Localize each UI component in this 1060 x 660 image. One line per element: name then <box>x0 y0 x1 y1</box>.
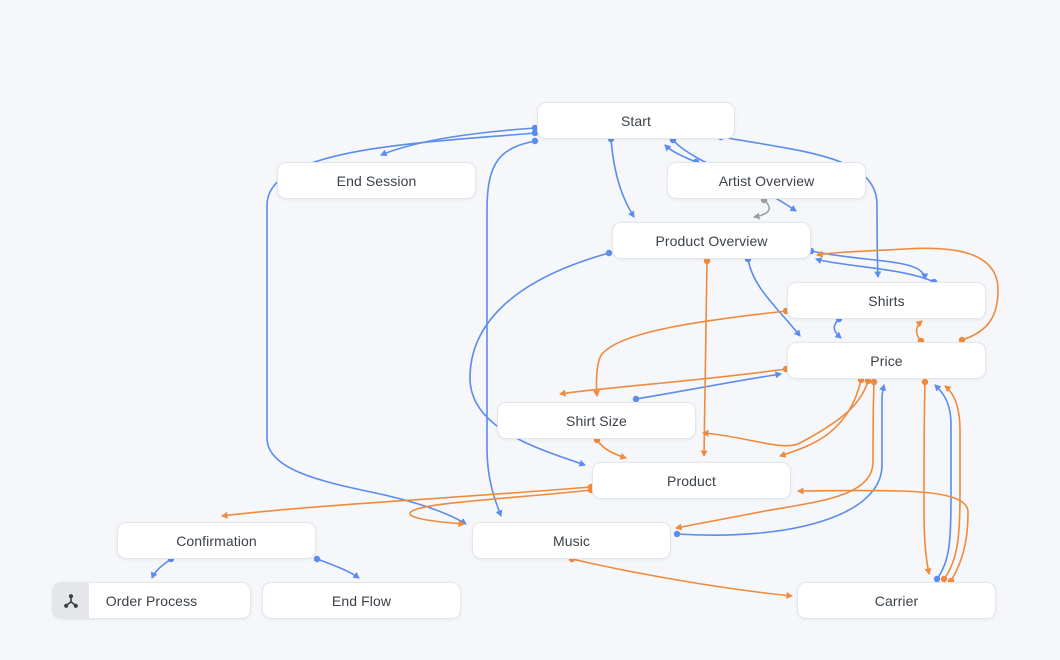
edge-shirts-to-product-overview[interactable] <box>815 257 935 283</box>
node-label: Price <box>870 352 903 369</box>
edge-source-dot <box>632 395 640 403</box>
edge-start-to-music[interactable] <box>266 132 536 525</box>
node-product[interactable]: Product <box>592 462 791 499</box>
edge-shirt-size-to-product[interactable] <box>596 439 627 460</box>
node-label: Product <box>667 472 716 489</box>
edge-shirts-to-shirt-size[interactable] <box>593 310 787 397</box>
edge-artist-overview-to-start[interactable] <box>664 144 697 163</box>
edge-source-dot <box>933 575 941 583</box>
node-shirts[interactable]: Shirts <box>787 282 986 319</box>
node-end-session[interactable]: End Session <box>277 162 476 199</box>
edge-carrier-to-product[interactable] <box>797 487 969 582</box>
node-label: Artist Overview <box>718 172 815 189</box>
edge-confirmation-to-order-process[interactable] <box>150 558 172 579</box>
node-artist-overview[interactable]: Artist Overview <box>667 162 866 199</box>
node-label: Carrier <box>874 592 919 609</box>
node-start[interactable]: Start <box>537 102 735 139</box>
edge-source-dot <box>313 555 321 563</box>
edge-product-overview-to-shirts[interactable] <box>810 250 929 280</box>
node-label: Shirt Size <box>566 412 627 429</box>
edge-source-dot <box>531 129 539 137</box>
edge-product-overview-to-product[interactable] <box>700 260 708 457</box>
node-product-overview[interactable]: Product Overview <box>612 222 811 259</box>
edge-source-dot <box>605 249 613 257</box>
node-confirmation[interactable]: Confirmation <box>117 522 316 559</box>
edge-product-to-confirmation[interactable] <box>221 486 592 519</box>
node-price[interactable]: Price <box>787 342 986 379</box>
edge-price-to-shirt-size[interactable] <box>559 368 787 397</box>
edge-source-dot <box>958 336 966 344</box>
flow-icon <box>53 583 89 618</box>
edge-source-dot <box>864 377 872 385</box>
node-label: Confirmation <box>176 532 257 549</box>
node-label: Shirts <box>868 292 905 309</box>
edge-artist-overview-to-product-overview[interactable] <box>753 199 771 220</box>
node-label: Order Process <box>105 592 198 609</box>
edge-product-to-music[interactable] <box>409 489 592 528</box>
node-label: End Session <box>336 172 417 189</box>
edge-shirt-size-to-price[interactable] <box>635 371 782 400</box>
edge-start-to-music[interactable] <box>486 140 536 517</box>
node-label: End Flow <box>331 592 392 609</box>
edge-source-dot <box>921 378 929 386</box>
edge-source-dot <box>870 378 878 386</box>
node-label: Music <box>552 532 591 549</box>
node-music[interactable]: Music <box>472 522 671 559</box>
edge-source-dot <box>673 530 681 538</box>
edge-start-to-product-overview[interactable] <box>610 138 635 218</box>
edge-confirmation-to-end-flow[interactable] <box>316 558 360 579</box>
edge-price-to-product[interactable] <box>779 379 862 458</box>
edge-carrier-to-price[interactable] <box>943 385 961 580</box>
node-carrier[interactable]: Carrier <box>797 582 996 619</box>
node-label: Product Overview <box>655 232 768 249</box>
edge-price-to-shirt-size[interactable] <box>702 380 869 447</box>
edge-price-to-product-overview[interactable] <box>816 247 999 341</box>
edge-source-dot <box>703 257 711 265</box>
edge-product-overview-to-product[interactable] <box>469 252 610 467</box>
edge-product-overview-to-price[interactable] <box>747 258 801 337</box>
edge-source-dot <box>940 575 948 583</box>
edge-carrier-to-price[interactable] <box>934 384 952 580</box>
edge-source-dot <box>531 137 539 145</box>
edge-start-to-end-session[interactable] <box>380 127 536 157</box>
node-end-flow[interactable]: End Flow <box>262 582 461 619</box>
edge-music-to-price[interactable] <box>676 384 887 536</box>
node-shirt-size[interactable]: Shirt Size <box>497 402 696 439</box>
edge-music-to-carrier[interactable] <box>571 558 793 599</box>
node-order-process[interactable]: Order Process <box>52 582 251 619</box>
edge-source-dot <box>531 124 539 132</box>
edge-price-to-carrier[interactable] <box>923 381 932 575</box>
node-label: Start <box>620 112 652 129</box>
edge-price-to-music[interactable] <box>675 381 875 531</box>
